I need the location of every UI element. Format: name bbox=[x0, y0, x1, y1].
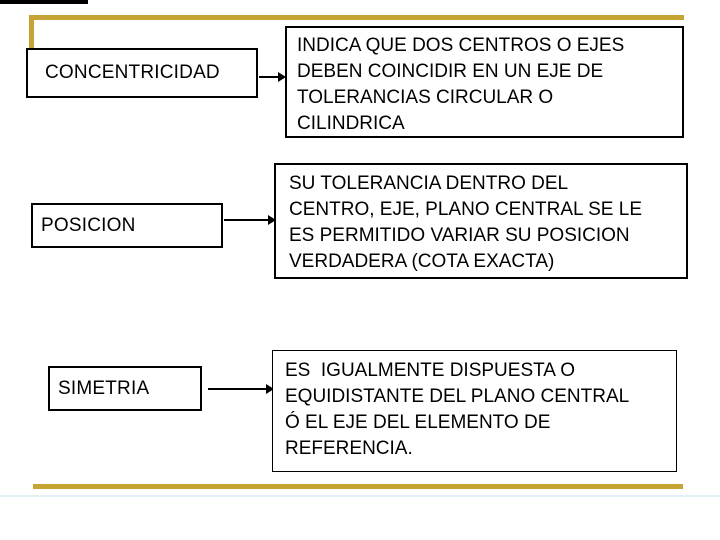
term-label: SIMETRIA bbox=[58, 377, 150, 399]
bottom-gold-line bbox=[33, 484, 683, 489]
desc-box-concentricidad: INDICA QUE DOS CENTROS O EJES DEBEN COIN… bbox=[285, 26, 684, 138]
term-label: POSICION bbox=[41, 214, 136, 236]
term-box-posicion: POSICION bbox=[31, 203, 223, 248]
top-left-black-line bbox=[0, 0, 88, 4]
bottom-faint-line bbox=[0, 495, 720, 497]
term-label: CONCENTRICIDAD bbox=[45, 62, 220, 83]
term-box-concentricidad: CONCENTRICIDAD bbox=[26, 48, 258, 98]
arrow-simetria bbox=[208, 384, 274, 394]
desc-box-simetria: ES IGUALMENTE DISPUESTA O EQUIDISTANTE D… bbox=[272, 350, 677, 472]
term-box-simetria: SIMETRIA bbox=[48, 366, 202, 411]
desc-text: ES IGUALMENTE DISPUESTA O EQUIDISTANTE D… bbox=[285, 360, 630, 459]
desc-text: INDICA QUE DOS CENTROS O EJES DEBEN COIN… bbox=[297, 35, 625, 134]
arrow-posicion bbox=[224, 215, 276, 225]
arrow-concentricidad bbox=[259, 72, 286, 82]
left-gold-corner-bar bbox=[29, 15, 34, 64]
top-gold-line bbox=[29, 15, 684, 20]
desc-text: SU TOLERANCIA DENTRO DEL CENTRO, EJE, PL… bbox=[289, 173, 642, 272]
desc-box-posicion: SU TOLERANCIA DENTRO DEL CENTRO, EJE, PL… bbox=[274, 163, 688, 279]
